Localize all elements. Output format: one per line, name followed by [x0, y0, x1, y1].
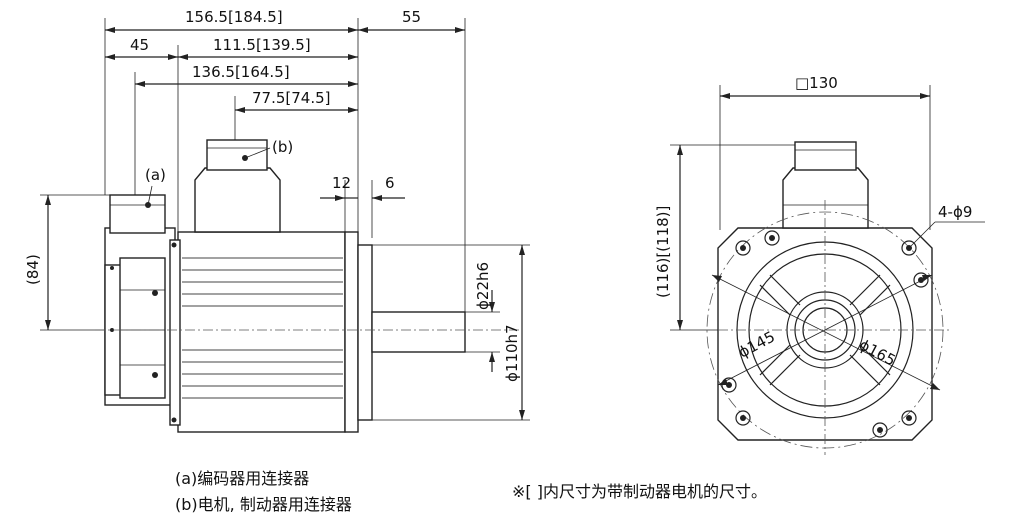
bracket-note: ※[ ]内尺寸为带制动器电机的尺寸。: [512, 482, 767, 501]
hole-callout: 4-ϕ9: [908, 203, 985, 249]
dim-mounting-holes: 4-ϕ9: [938, 203, 972, 221]
shaft-diameter-dim: ϕ22h6: [465, 262, 500, 372]
dim-center-height: (84): [24, 254, 42, 285]
shaft: [371, 311, 466, 353]
dim-shaft-diameter: ϕ22h6: [474, 262, 492, 310]
dim-spigot-diameter: ϕ110h7: [503, 324, 521, 382]
center-height-dim: (84): [24, 194, 110, 331]
cooling-ribs: [182, 257, 343, 399]
power-connector: (b): [194, 138, 293, 233]
dim-connector-offset: 77.5[74.5]: [252, 89, 331, 107]
legend-b: (b)电机, 制动器用连接器: [175, 495, 352, 514]
front-view: □130 (116)[(118)]: [654, 74, 985, 455]
dim-body-length: 111.5[139.5]: [213, 36, 311, 54]
spigot-diameter-dim: ϕ110h7: [372, 244, 530, 421]
front-power-connector: [782, 141, 869, 229]
dim-flange-square: □130: [795, 74, 838, 92]
label-b: (b): [272, 138, 293, 156]
notes: (a)编码器用连接器 (b)电机, 制动器用连接器 ※[ ]内尺寸为带制动器电机…: [175, 469, 767, 514]
mounting-holes: [721, 230, 929, 438]
label-a: (a): [145, 166, 166, 184]
dim-shaft-length: 55: [402, 8, 421, 26]
dimension-lines: [105, 27, 465, 201]
dim-encoder-offset: 45: [130, 36, 149, 54]
dim-overall-length: 156.5[184.5]: [185, 8, 283, 26]
dim-spigot-depth: 6: [385, 174, 395, 192]
dim-flange-to-encoder: 136.5[164.5]: [192, 63, 290, 81]
motor-body: [169, 231, 373, 433]
spokes: [759, 274, 891, 386]
dim-height-range: (116)[(118)]: [654, 206, 672, 298]
flange-square-dim: □130: [719, 74, 931, 230]
encoder-housing: [104, 227, 176, 406]
encoder-connector: (a): [109, 166, 166, 234]
dim-flange-thickness: 12: [332, 174, 351, 192]
extension-lines: [104, 18, 466, 312]
legend-a: (a)编码器用连接器: [175, 469, 309, 488]
side-view: 156.5[184.5] 55 45 111.5[139.5] 136.5[16…: [24, 8, 530, 433]
